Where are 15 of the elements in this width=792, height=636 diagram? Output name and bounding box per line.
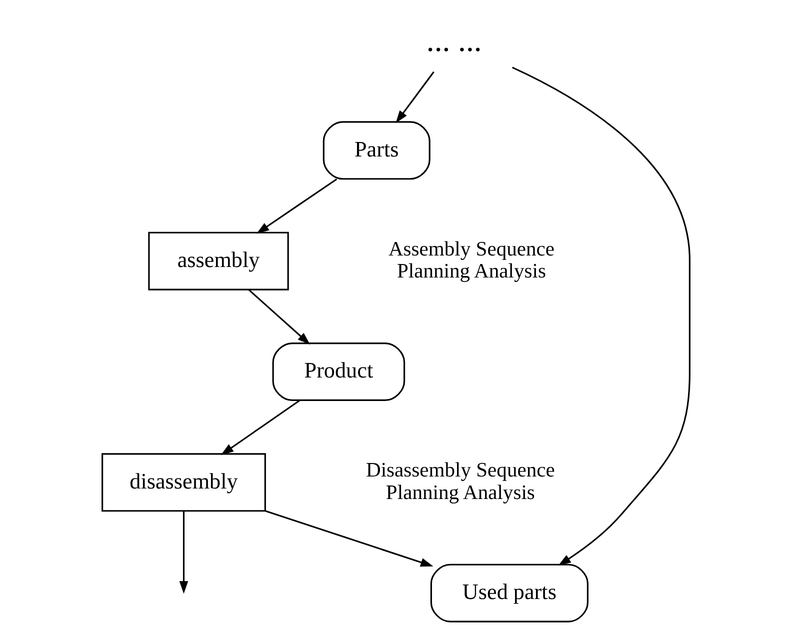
label: Disassembly Sequence Planning Analysis: [366, 460, 555, 504]
node-text: ... ...: [426, 22, 482, 58]
node-box: assembly: [148, 232, 289, 290]
arrow: [256, 178, 338, 234]
arrow: [265, 510, 434, 567]
node-box: disassembly: [102, 453, 266, 512]
node-box: Parts: [322, 121, 430, 180]
node-box: Product: [272, 342, 406, 401]
label: Assembly Sequence Planning Analysis: [388, 238, 555, 283]
arrow: [512, 66, 690, 566]
arrow: [248, 289, 310, 345]
arrow: [179, 511, 188, 594]
arrow: [396, 71, 434, 124]
node-box: Used parts: [430, 564, 588, 622]
arrow: [220, 400, 300, 456]
